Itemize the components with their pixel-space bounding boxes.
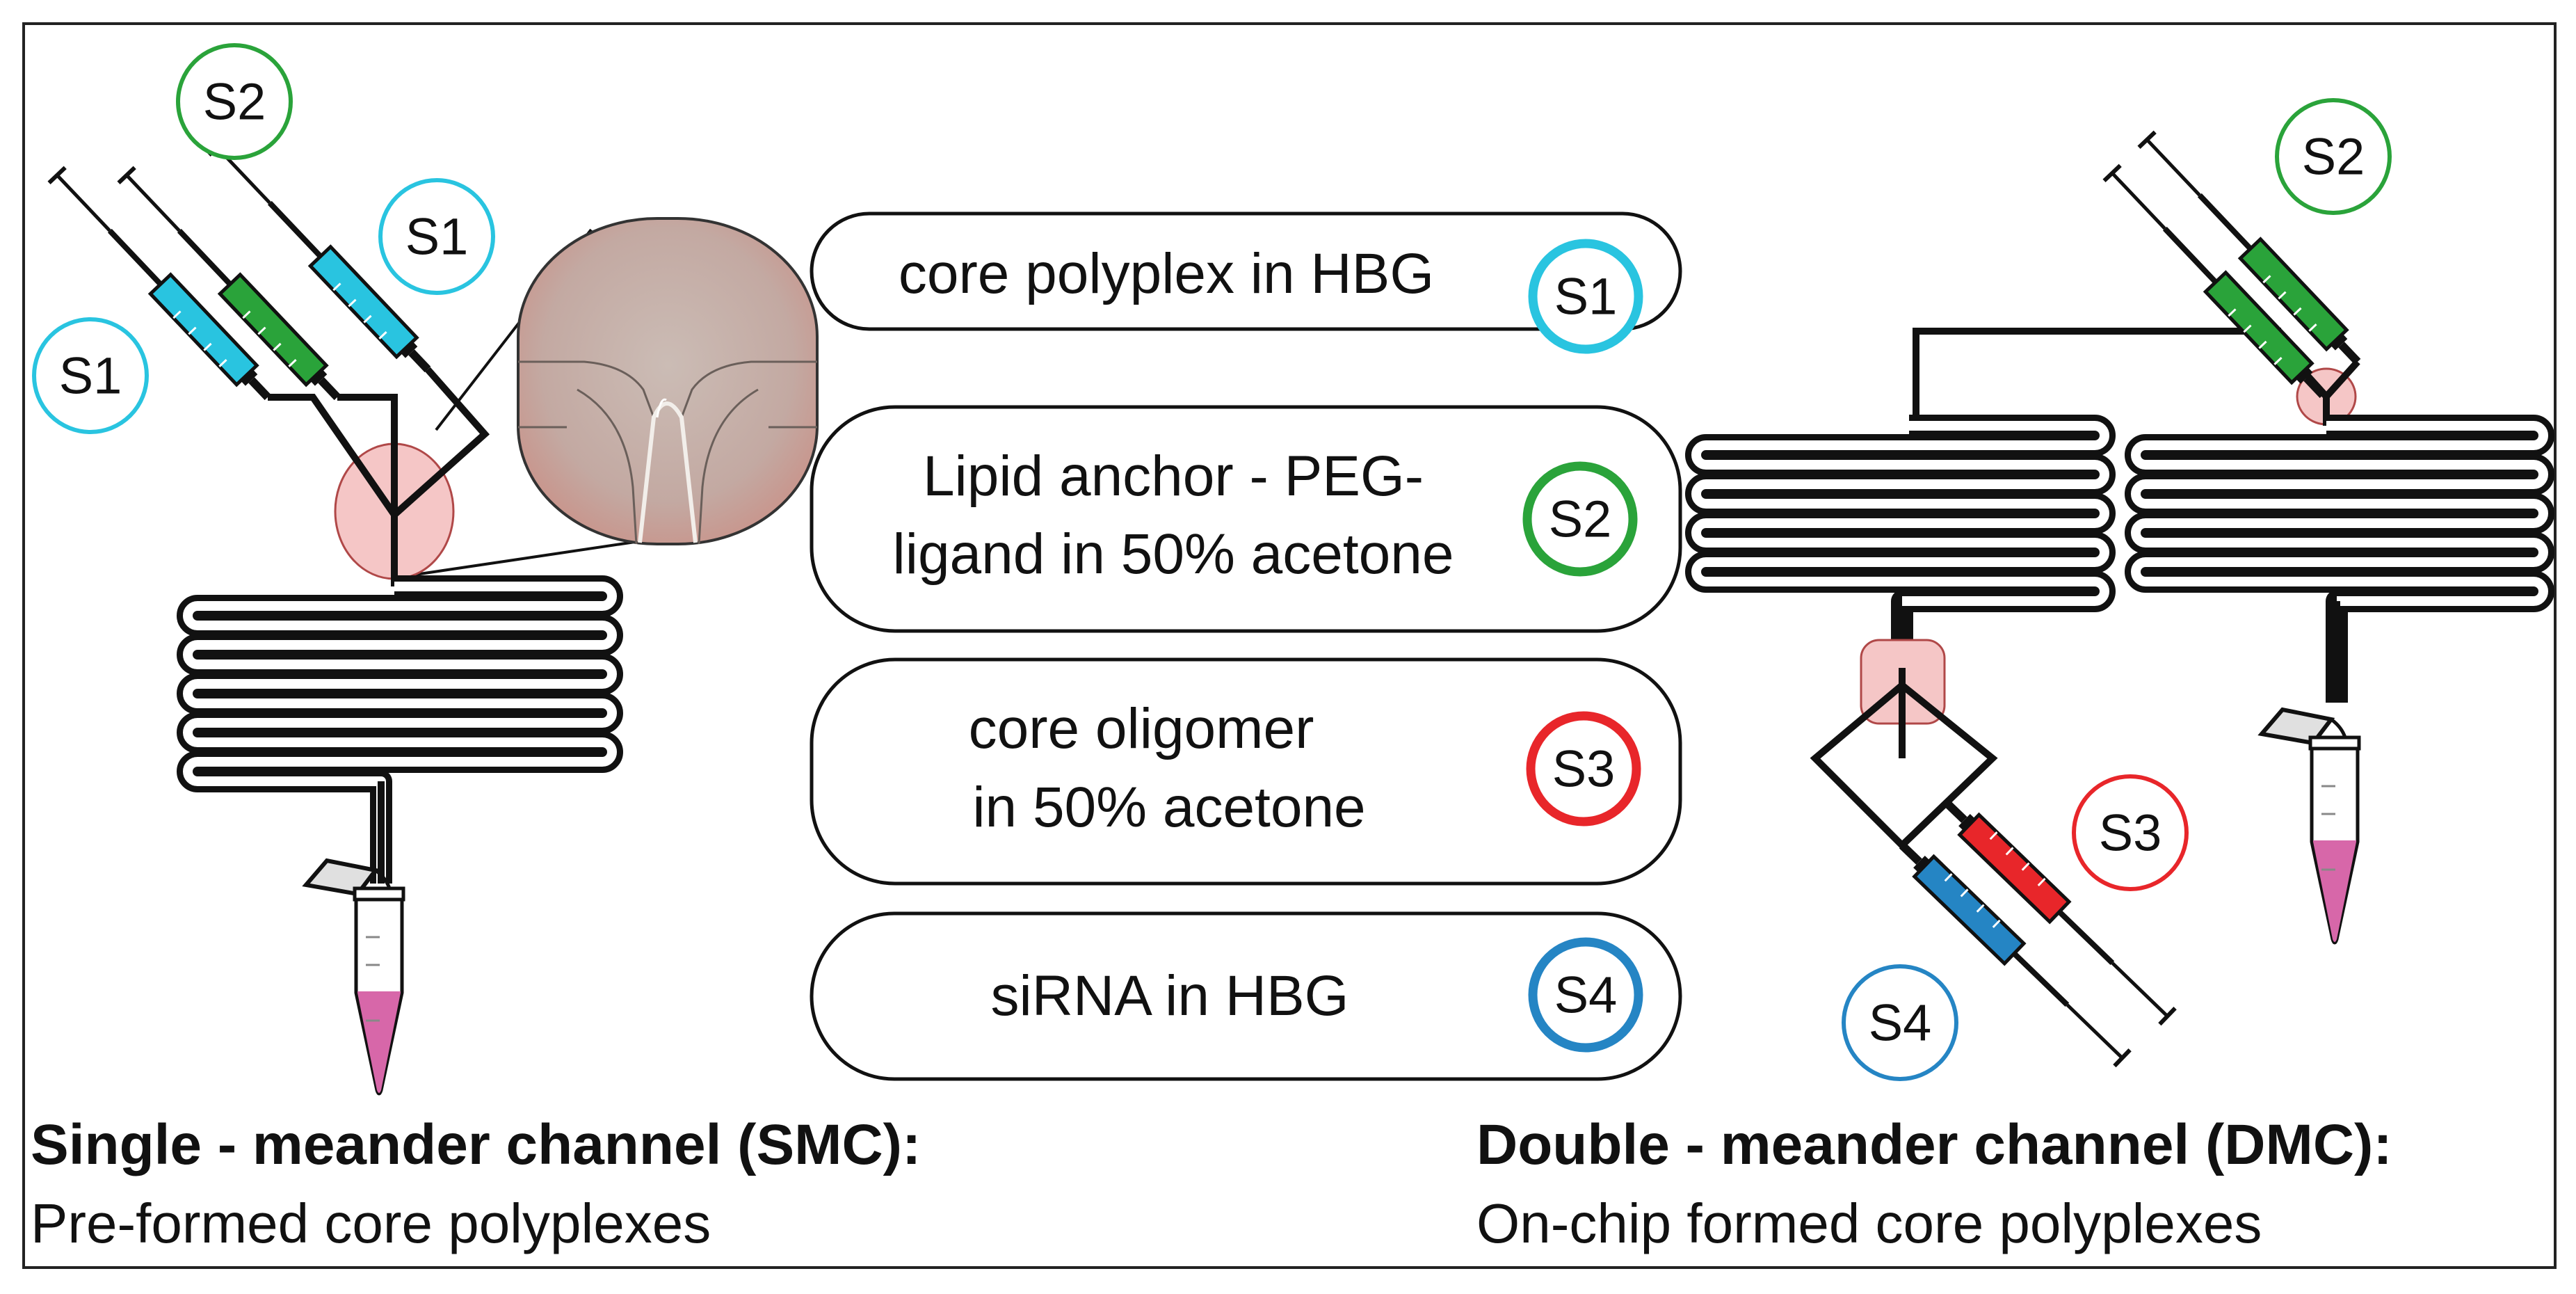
- syringe-icon: [47, 166, 271, 401]
- legend-s3-text-line1: core oligomer: [969, 697, 1314, 760]
- legend-s1-text: core polyplex in HBG: [899, 242, 1434, 305]
- legend-s1-badge: [1528, 239, 1643, 354]
- inset-connector-bottom: [396, 536, 668, 579]
- legend-s4-badge: [1528, 937, 1643, 1053]
- legend-item-s3: core oligomer in 50% acetone S3: [810, 657, 1682, 886]
- svg-text:S1: S1: [59, 347, 122, 405]
- syringe-icon: [117, 166, 341, 401]
- smc-subtitle: Pre-formed core polyplexes: [31, 1192, 711, 1254]
- svg-text:S3: S3: [2099, 804, 2162, 862]
- smc-inlet-right: [392, 367, 490, 518]
- legend-item-s2: Lipid anchor - PEG- ligand in 50% aceton…: [810, 405, 1682, 633]
- smc-title: Single - meander channel (SMC):: [31, 1113, 921, 1176]
- svg-text:S1: S1: [405, 208, 469, 266]
- smc-inlet-middle: [337, 394, 398, 515]
- legend-s2-badge: [1522, 461, 1638, 577]
- dmc-title: Double - meander channel (DMC):: [1476, 1113, 2392, 1176]
- svg-text:S2: S2: [2302, 128, 2365, 186]
- syringe-icon: [2137, 130, 2361, 365]
- smc-label-s1-left: S1: [32, 317, 149, 434]
- legend-s3-text-line2: in 50% acetone: [972, 776, 1365, 839]
- dmc-panel: S2 S3 S4 Double - meander channel (DMC):…: [1476, 98, 2554, 1254]
- legend-s2-text-line1: Lipid anchor - PEG-: [923, 445, 1424, 508]
- legend-item-s1: core polyplex in HBG S1: [810, 211, 1682, 354]
- legend-s2-text-line2: ligand in 50% acetone: [893, 522, 1454, 586]
- legend: core polyplex in HBG S1 Lipid anchor - P…: [810, 211, 1682, 1081]
- dmc-label-s2: S2: [2275, 98, 2392, 215]
- legend-s3-badge: [1526, 711, 1641, 826]
- syringe-icon: [1944, 800, 2177, 1026]
- smc-panel: S2 S1 S1: [31, 43, 921, 1254]
- micrograph-inset: [517, 217, 819, 545]
- syringe-icon: [1899, 842, 2132, 1068]
- smc-inlet-left: [268, 394, 398, 517]
- smc-label-s2: S2: [176, 43, 293, 160]
- dmc-label-s3: S3: [2072, 774, 2189, 891]
- svg-text:S2: S2: [1549, 490, 1612, 548]
- svg-text:S3: S3: [1552, 740, 1616, 798]
- dmc-label-s4: S4: [1842, 964, 1958, 1081]
- svg-text:S1: S1: [1554, 268, 1618, 326]
- svg-text:S2: S2: [203, 73, 266, 131]
- microtube-icon: [302, 858, 405, 1096]
- legend-s4-text: siRNA in HBG: [991, 964, 1349, 1028]
- svg-text:S4: S4: [1869, 994, 1932, 1052]
- microtube-icon: [2257, 707, 2361, 945]
- smc-label-s1-right: S1: [378, 178, 495, 295]
- legend-item-s4: siRNA in HBG S4: [810, 911, 1682, 1081]
- dmc-subtitle: On-chip formed core polyplexes: [1476, 1192, 2262, 1254]
- svg-text:S4: S4: [1554, 966, 1618, 1024]
- syringe-icon: [2102, 163, 2326, 399]
